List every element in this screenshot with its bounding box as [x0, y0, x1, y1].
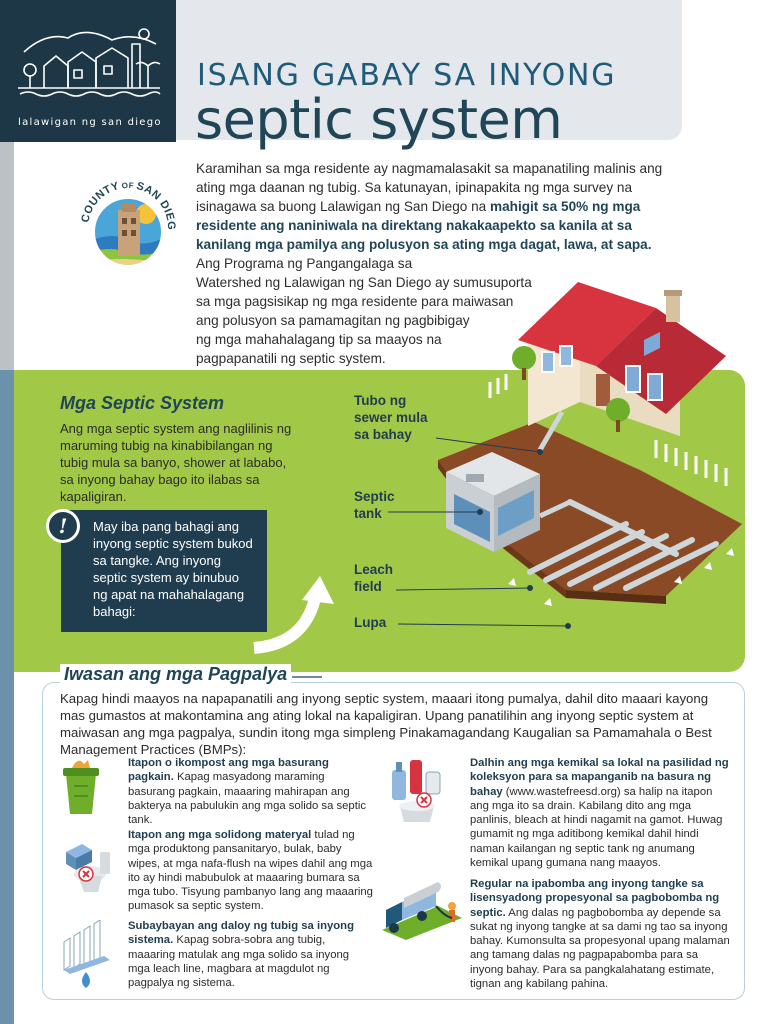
intro-line: ang polusyon sa pamamagitan ng pagbibiga… [196, 313, 470, 328]
tip-chemicals-heading: Dalhin ang mga kemikal sa lokal na pasil… [470, 757, 729, 798]
alert-exclamation-icon: ! [46, 509, 80, 543]
curved-arrow-icon [253, 576, 334, 654]
tip-water-flow-body: Kapag sobra-sobra ang tubig, maaaring ma… [128, 934, 350, 990]
tip-solids-body: tulad ng mga produktong pansanitaryo, bu… [128, 829, 373, 913]
label-septic-tank: Septic tank [354, 489, 395, 521]
seal-text-of: OF [121, 181, 134, 190]
intro-line: Watershed ng Lalawigan ng San Diego ay s… [196, 275, 532, 290]
intro-text-part1: Karamihan sa mga residente ay nagmamalas… [196, 161, 663, 214]
page-title-line2: septic system [195, 88, 563, 151]
county-seal-icon: COUNTYOFSAN DIEGO [74, 170, 177, 267]
tip-water-flow: Subaybayan ang daloy ng tubig sa inyong … [128, 919, 368, 990]
components-callout: May iba pang bahagi ang inyong septic sy… [61, 510, 267, 632]
septic-tank-icon [446, 452, 540, 552]
intro-continuation: Watershed ng Lalawigan ng San Diego ay s… [196, 273, 571, 368]
septic-system-illustration [438, 282, 742, 606]
tip-chemicals-body: (www.wastefreesd.org) sa halip na itapon… [470, 785, 723, 870]
avoid-failures-heading: Iwasan ang mga Pagpalya [60, 664, 292, 685]
left-accent-stripe-blue [0, 370, 14, 1024]
county-logo: lalawigan ng san diego [0, 0, 176, 142]
tip-water-flow-heading: Subaybayan ang daloy ng tubig sa inyong … [128, 920, 354, 947]
tip-chemicals: Dalhin ang mga kemikal sa lokal na pasil… [470, 756, 732, 870]
tip-pumping: Regular na ipabomba ang inyong tangke sa… [470, 877, 734, 991]
label-leach-field: Leach field [354, 562, 394, 594]
compost-bin-icon [63, 760, 99, 814]
tip-compost: Itapon o ikompost ang mga basurang pagka… [128, 756, 368, 827]
tip-pumping-body: Ang dalas ng pagbobomba ay depende sa su… [470, 906, 730, 991]
intro-paragraph: Karamihan sa mga residente ay nagmamalas… [196, 159, 666, 273]
intro-line: sa mga pagsisikap ng mga residente para … [196, 294, 514, 309]
tip-compost-body: Kapag masyadong maraming basurang pagkai… [128, 771, 367, 827]
intro-line: pagpapanatili ng septic system. [196, 351, 386, 366]
skyline-icon [18, 28, 161, 97]
tip-pumping-heading: Regular na ipabomba ang inyong tangke sa… [470, 878, 720, 919]
toilet-wipes-icon [66, 844, 110, 892]
intro-line: ng mga mahahalagang tip sa maayos na [196, 332, 442, 347]
intro-bold-statistic: mahigit sa 50% ng mga residente ang nani… [196, 199, 652, 252]
intro-text-part2: Ang Programa ng Pangangalaga sa [196, 256, 413, 271]
avoid-failures-panel [42, 682, 745, 1000]
septic-definition: Ang mga septic system ang naglilinis ng … [60, 421, 292, 504]
avoid-failures-intro: Kapag hindi maayos na napapanatili ang i… [60, 691, 712, 757]
label-sewer-pipe: Tubo ng sewer mula sa bahay [354, 393, 428, 442]
diagram-leader-lines [388, 437, 571, 629]
tip-solids-heading: Itapon ang mga solidong materyal [128, 829, 312, 841]
house-icon [518, 282, 726, 436]
water-flow-chart-icon [63, 920, 110, 988]
label-soil: Lupa [354, 615, 387, 630]
logo-caption: lalawigan ng san diego [18, 117, 162, 128]
heading-underline-rule [292, 676, 322, 678]
pump-truck-icon [382, 882, 462, 940]
septic-systems-heading: Mga Septic System [60, 393, 225, 413]
household-chemicals-icon [392, 760, 441, 822]
tip-compost-heading: Itapon o ikompost ang mga basurang pagka… [128, 757, 329, 784]
page-title-line1: ISANG GABAY SA INYONG [197, 58, 617, 93]
tip-solids: Itapon ang mga solidong materyal tulad n… [128, 828, 374, 914]
